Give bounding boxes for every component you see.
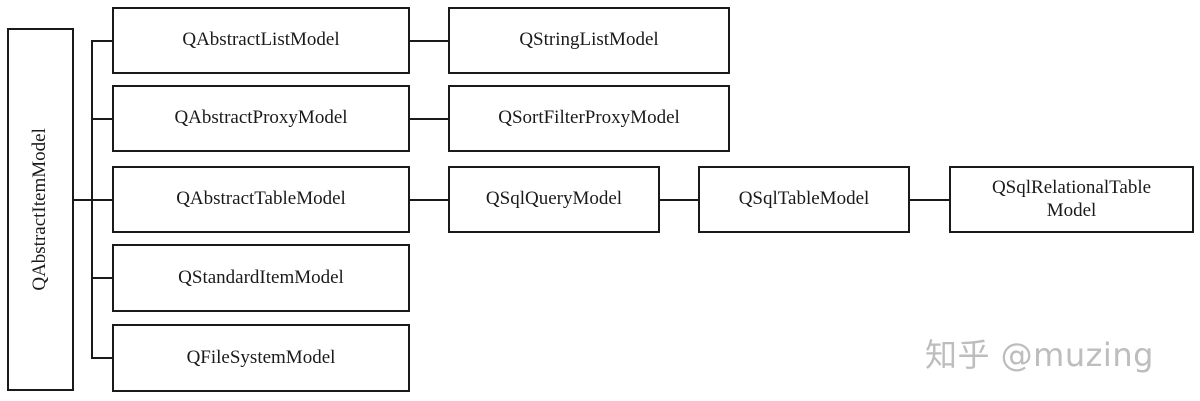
node-qabstractitemmodel: QAbstractItemModel <box>7 28 74 391</box>
connector-table-to-sqlquery <box>410 199 448 201</box>
node-qabstractlistmodel: QAbstractListModel <box>112 7 410 74</box>
connector-list-to-stringlist <box>410 40 448 42</box>
connector-branch-standard <box>91 277 112 279</box>
node-qstandarditemmodel: QStandardItemModel <box>112 244 410 312</box>
node-qsortfilterproxymodel: QSortFilterProxyModel <box>448 85 730 152</box>
watermark-text: 知乎 @muzing <box>925 336 1154 374</box>
connector-branch-table <box>91 199 112 201</box>
node-label-root: QAbstractItemModel <box>29 128 51 291</box>
node-label-line-1: QSqlRelationalTable <box>991 176 1152 198</box>
connector-branch-proxy <box>91 118 112 120</box>
node-qabstracttablemodel: QAbstractTableModel <box>112 166 410 233</box>
node-qsqlrelationaltablemodel: QSqlRelationalTable Model <box>949 166 1194 233</box>
connector-root-trunk <box>74 199 93 201</box>
node-qsqltablemodel: QSqlTableModel <box>698 166 910 233</box>
connector-proxy-to-sortfilter <box>410 118 448 120</box>
connector-branch-list <box>91 40 112 42</box>
node-qfilesystemmodel: QFileSystemModel <box>112 324 410 392</box>
connector-sqlquery-to-sqltable <box>660 199 698 201</box>
node-qabstractproxymodel: QAbstractProxyModel <box>112 85 410 152</box>
node-qsqlquerymodel: QSqlQueryModel <box>448 166 660 233</box>
connector-branch-filesystem <box>91 357 112 359</box>
node-qstringlistmodel: QStringListModel <box>448 7 730 74</box>
node-label-line-2: Model <box>1046 199 1097 221</box>
connector-sqltable-to-relational <box>910 199 949 201</box>
